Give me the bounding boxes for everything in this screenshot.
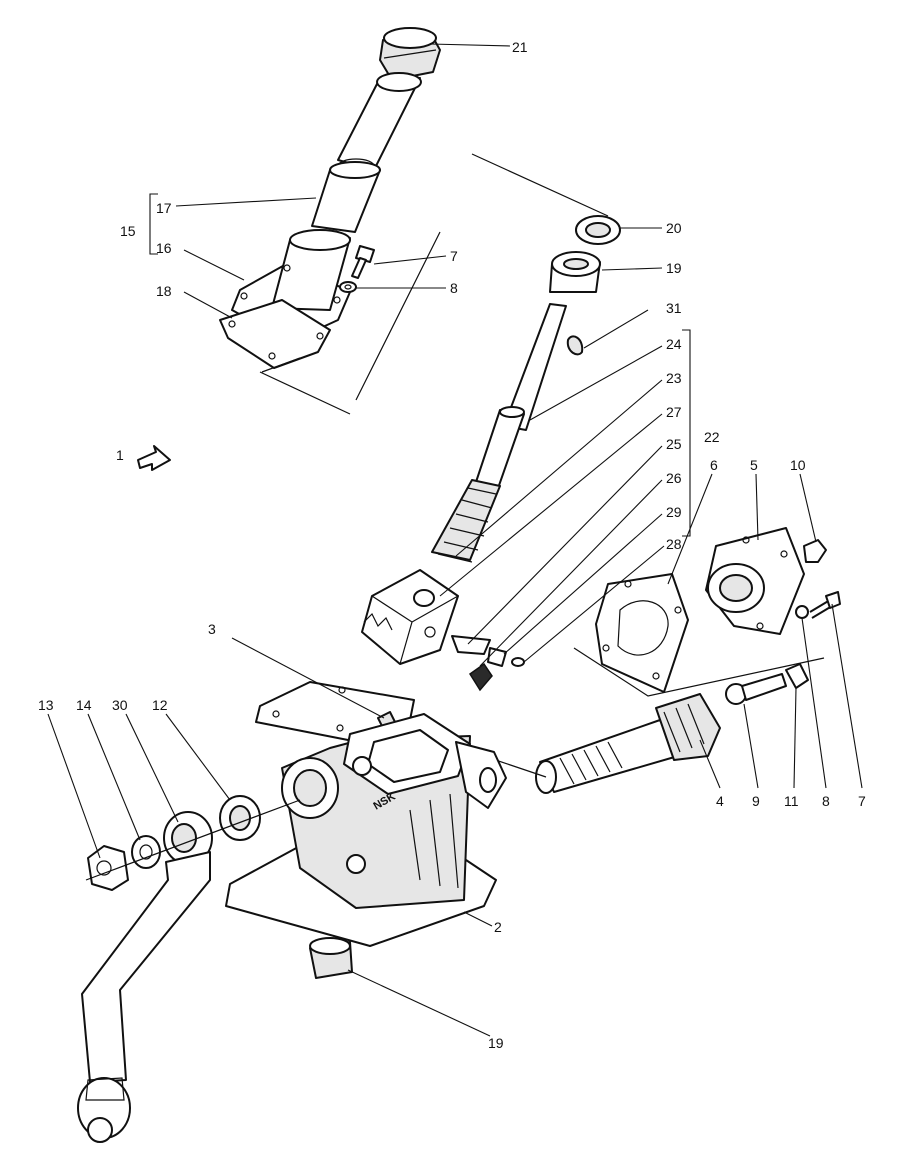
part-17-lower-tube	[311, 161, 381, 233]
callout-11: 11	[784, 793, 799, 809]
part-20-oil-seal	[575, 215, 621, 245]
steering-column-jacket-group	[219, 27, 609, 415]
callout-20: 20	[666, 220, 682, 236]
part-21-cap	[379, 27, 441, 81]
bracket-15	[149, 193, 158, 255]
callout-24: 24	[666, 336, 682, 352]
pitman-axis-line	[85, 799, 301, 881]
callout-9: 9	[752, 793, 760, 809]
part-18-gasket	[219, 299, 331, 369]
part-30-pitman-arm	[77, 811, 213, 1143]
part-9-adjusting-bolt	[725, 673, 787, 705]
callout-12: 12	[152, 697, 168, 713]
callout-15: 15	[120, 223, 136, 239]
bracket-22	[682, 329, 691, 537]
part-14-washer	[131, 835, 161, 869]
part-24-steering-shaft	[473, 303, 567, 495]
part-7-bolt-cover	[809, 591, 841, 619]
part-8-washer-cover	[795, 605, 809, 619]
callout-4: 4	[716, 793, 724, 809]
callout-5: 5	[750, 457, 758, 473]
callout-7-upper: 7	[450, 248, 458, 264]
part-29-screw	[487, 647, 507, 667]
callout-17: 17	[156, 200, 172, 216]
cover-plane-line	[573, 647, 825, 697]
leader-lines	[47, 43, 863, 1037]
callout-16: 16	[156, 240, 172, 256]
part-4-sector-shaft	[535, 693, 721, 794]
callout-13: 13	[38, 697, 54, 713]
part-12-bearing	[219, 795, 261, 841]
callout-19-upper: 19	[666, 260, 682, 276]
callout-1: 1	[116, 447, 124, 463]
pitman-arm-group	[77, 795, 301, 1143]
callout-6: 6	[710, 457, 718, 473]
part-2-housing: NSK	[225, 713, 507, 947]
part-6-gasket	[595, 573, 689, 693]
part-25-ball-guide	[451, 635, 491, 655]
part-28-washer	[511, 657, 525, 667]
callout-22: 22	[704, 429, 720, 445]
callout-14: 14	[76, 697, 92, 713]
part-10-nut	[803, 539, 827, 563]
callout-28: 28	[666, 536, 682, 552]
part-27-ball-nut	[361, 569, 459, 665]
mounting-plane-line	[259, 357, 351, 415]
upper-column-tube	[337, 72, 422, 174]
callout-30: 30	[112, 697, 128, 713]
part-7-bolt-upper	[351, 245, 375, 279]
sector-shaft-group	[459, 663, 809, 794]
callout-25: 25	[666, 436, 682, 452]
part-8-washer-upper	[339, 281, 357, 293]
side-cover-group	[573, 527, 841, 697]
callout-18: 18	[156, 283, 172, 299]
part-5-side-cover	[705, 527, 805, 635]
axis-line-upper	[355, 153, 609, 401]
callout-10: 10	[790, 457, 806, 473]
part-26-clamp	[468, 662, 493, 692]
part-19-bearing-lower	[309, 937, 353, 979]
part-11-lock-plate	[785, 663, 809, 689]
part-23-worm	[431, 479, 501, 563]
callout-31: 31	[666, 300, 682, 316]
part-19-bearing-upper	[549, 251, 601, 293]
callout-8-upper: 8	[450, 280, 458, 296]
callout-labels: 21 20 19 31 24 23 27 25 26 29 28 22 17 1…	[38, 39, 866, 1051]
steering-shaft-group	[361, 215, 621, 692]
callout-2: 2	[494, 919, 502, 935]
part-13-nut	[87, 845, 129, 891]
callout-8-cover: 8	[822, 793, 830, 809]
callout-19-lower: 19	[488, 1035, 504, 1051]
callout-21: 21	[512, 39, 528, 55]
callout-7-cover: 7	[858, 793, 866, 809]
gear-housing-group: NSK	[225, 681, 507, 979]
view-arrow-icon	[137, 445, 171, 471]
callout-27: 27	[666, 404, 682, 420]
callout-23: 23	[666, 370, 682, 386]
part-31-woodruff-key	[566, 335, 584, 356]
callout-29: 29	[666, 504, 682, 520]
callout-3: 3	[208, 621, 216, 637]
callout-26: 26	[666, 470, 682, 486]
